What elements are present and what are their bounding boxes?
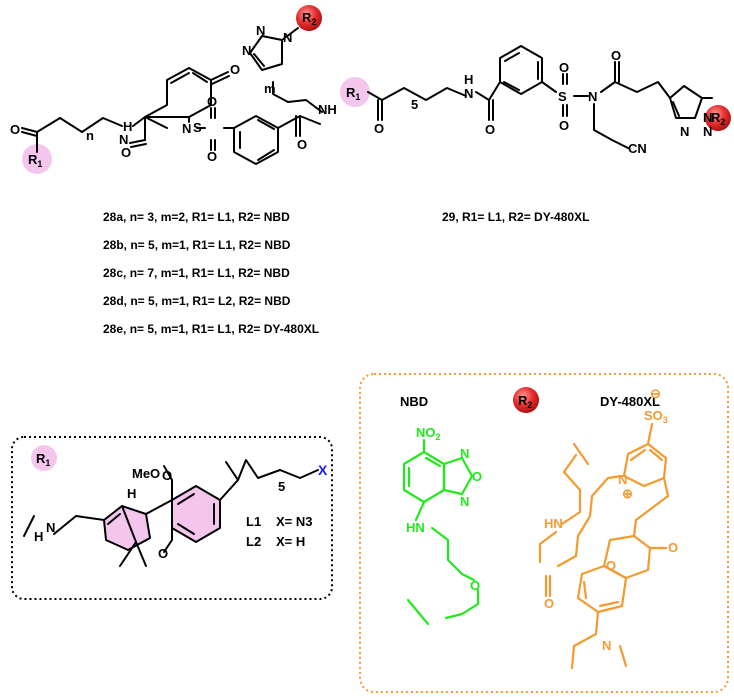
svg-text:⊖: ⊖ — [650, 386, 661, 401]
structure-29: R1 O 5 H N O S O O N O CN N N N R2 — [340, 45, 731, 156]
svg-text:O: O — [559, 60, 569, 75]
compound-label-list: 28a, n= 3, m=2, R1= L1, R2= NBD 28b, n= … — [103, 210, 589, 336]
l1-value: X= N3 — [276, 514, 313, 529]
svg-text:N: N — [618, 472, 627, 487]
compound-label-28d: 28d, n= 5, m=1, R1= L2, R2= NBD — [103, 294, 291, 308]
svg-text:O: O — [374, 121, 384, 136]
svg-text:O: O — [472, 469, 482, 484]
svg-text:O: O — [606, 558, 616, 573]
svg-text:H: H — [34, 529, 43, 544]
compound-label-28a: 28a, n= 3, m=2, R1= L1, R2= NBD — [103, 210, 290, 224]
nbd-structure: NO2 N O N HN O — [402, 425, 482, 626]
r2-legend-box: NBD R2 DY-480XL NO2 N O N HN O — [359, 373, 729, 693]
l2-label: L2 — [246, 534, 261, 549]
svg-text:N: N — [46, 520, 55, 535]
svg-text:O: O — [162, 468, 172, 483]
svg-text:N: N — [460, 494, 469, 509]
svg-text:N: N — [703, 124, 712, 139]
svg-text:SO3: SO3 — [644, 408, 668, 425]
r2-badge — [296, 5, 322, 31]
svg-text:N: N — [283, 30, 292, 45]
svg-text:N: N — [242, 43, 251, 58]
svg-text:N: N — [588, 89, 597, 104]
svg-text:NH: NH — [318, 102, 337, 117]
compound-label-28b: 28b, n= 5, m=1, R1= L1, R2= NBD — [103, 238, 291, 252]
svg-text:H: H — [127, 486, 136, 501]
svg-text:n: n — [86, 128, 94, 143]
svg-text:O: O — [121, 145, 131, 160]
r2-legend-badge — [513, 387, 539, 413]
svg-text:MeO: MeO — [132, 466, 160, 481]
svg-text:O: O — [207, 94, 217, 109]
r1-legend-badge — [31, 445, 57, 471]
svg-text:O: O — [611, 48, 621, 63]
svg-text:⊕: ⊕ — [622, 486, 633, 501]
svg-text:N: N — [460, 446, 469, 461]
svg-text:O: O — [10, 122, 20, 137]
svg-text:N: N — [602, 638, 611, 653]
svg-text:O: O — [470, 578, 480, 593]
compound-label-29: 29, R1= L1, R2= DY-480XL — [442, 210, 589, 224]
dy-structure: SO3 ⊖ N ⊕ HN O O O N — [538, 386, 678, 670]
svg-text:5: 5 — [411, 97, 418, 112]
svg-text:O: O — [559, 118, 569, 133]
svg-text:N: N — [703, 110, 712, 125]
svg-text:H: H — [464, 72, 473, 87]
svg-text:N: N — [680, 124, 689, 139]
svg-text:HN: HN — [544, 516, 563, 531]
svg-text:O: O — [297, 137, 307, 152]
r2-badge-29 — [705, 105, 731, 131]
svg-text:O: O — [230, 62, 240, 77]
dy-heading: DY-480XL — [600, 394, 660, 409]
svg-text:H: H — [123, 119, 132, 134]
svg-text:S: S — [558, 89, 567, 104]
svg-text:X: X — [318, 462, 328, 478]
svg-text:O: O — [544, 596, 554, 611]
structure-28: O H N O N S O O O O NH m n N N N R1 R2 — [10, 5, 337, 174]
svg-text:5: 5 — [278, 479, 285, 494]
compound-label-28e: 28e, n= 5, m=1, R1= L1, R2= DY-480XL — [103, 322, 319, 336]
compound-label-28c: 28c, n= 7, m=1, R1= L1, R2= NBD — [103, 266, 290, 280]
svg-text:CN: CN — [628, 141, 647, 156]
r1-legend-box: R1 H N O MeO O H 5 X L1 X= N3 L2 X= H — [11, 436, 333, 600]
svg-text:N: N — [182, 121, 191, 136]
r1-badge-29 — [340, 77, 370, 107]
svg-text:NO2: NO2 — [416, 425, 441, 442]
svg-text:N: N — [464, 86, 473, 101]
svg-text:m: m — [264, 81, 276, 96]
l1-label: L1 — [246, 514, 261, 529]
r1-badge — [22, 144, 52, 174]
svg-text:O: O — [158, 546, 168, 561]
svg-text:O: O — [207, 149, 217, 164]
svg-text:N: N — [256, 23, 265, 38]
svg-text:N: N — [119, 132, 128, 147]
svg-text:S: S — [193, 120, 202, 135]
svg-text:O: O — [485, 122, 495, 137]
l2-value: X= H — [276, 534, 305, 549]
svg-text:HN: HN — [406, 520, 425, 535]
nbd-heading: NBD — [400, 394, 428, 409]
svg-text:O: O — [668, 540, 678, 555]
